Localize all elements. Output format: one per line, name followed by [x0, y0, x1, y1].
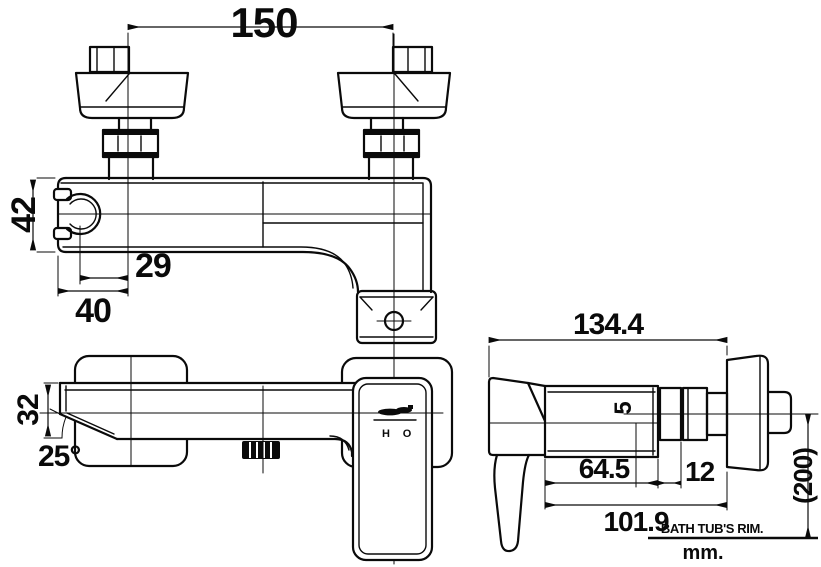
dim-body-width-label: 42: [5, 197, 43, 233]
dim-body-depth-label: 64.5: [579, 453, 630, 484]
handle-front: [351, 376, 434, 562]
spout-body-mask: [60, 383, 358, 440]
front-view: H O 32 25°: [12, 354, 454, 562]
dim-trim-depth-label: 12: [685, 456, 715, 487]
hot-marker-label: H: [382, 428, 390, 440]
aerator: [242, 441, 280, 459]
wall-union-left: [74, 45, 190, 181]
plan-view: 150: [5, 0, 452, 565]
dim-inlet-spacing: 150: [127, 0, 394, 47]
dim-hook-edge: 40: [57, 255, 129, 330]
mounting-block: [355, 289, 438, 345]
dim-trim-depth: 12: [657, 456, 716, 487]
dim-projection: 101.9: [544, 471, 728, 537]
dim-projection-label: 101.9: [603, 506, 668, 537]
dim-body-width: 42: [5, 177, 56, 253]
dim-hook-edge-label: 40: [75, 292, 111, 330]
dim-body-depth: 64.5: [544, 441, 682, 510]
body-plan: [56, 176, 433, 294]
dim-install-height: (200): [788, 413, 818, 539]
dim-hook-offset-label: 29: [135, 247, 171, 285]
wall-union-right: [336, 45, 452, 181]
dim-spout-angle-label: 25°: [38, 440, 80, 473]
bathtub-rim-label: BATH TUB'S RIM.: [661, 521, 763, 536]
dim-overall-depth: 134.4: [488, 308, 728, 378]
side-view: 134.4: [487, 308, 819, 564]
lever-side: [487, 376, 547, 553]
dim-install-height-label: (200): [788, 448, 818, 504]
dim-spout-angle: 25°: [38, 408, 81, 473]
dim-hook-offset: 29: [79, 225, 172, 285]
wall-flange: [725, 354, 793, 472]
body-side: [543, 384, 660, 459]
dim-overall-depth-label: 134.4: [573, 308, 644, 341]
brand-marking: H O: [373, 405, 417, 440]
shower-hook: [52, 187, 102, 241]
dim-axis-offset-label: 5: [610, 401, 637, 414]
dim-inlet-spacing-label: 150: [230, 0, 297, 46]
dim-spout-height-label: 32: [12, 394, 45, 426]
brand-script-logo-icon: [378, 405, 413, 416]
dim-axis-offset: 5: [610, 401, 637, 488]
units-label: mm.: [682, 542, 723, 564]
cold-marker-label: O: [403, 428, 412, 440]
bathtub-rim-reference: BATH TUB'S RIM. mm.: [648, 521, 818, 564]
dim-spout-height: 32: [12, 382, 63, 439]
